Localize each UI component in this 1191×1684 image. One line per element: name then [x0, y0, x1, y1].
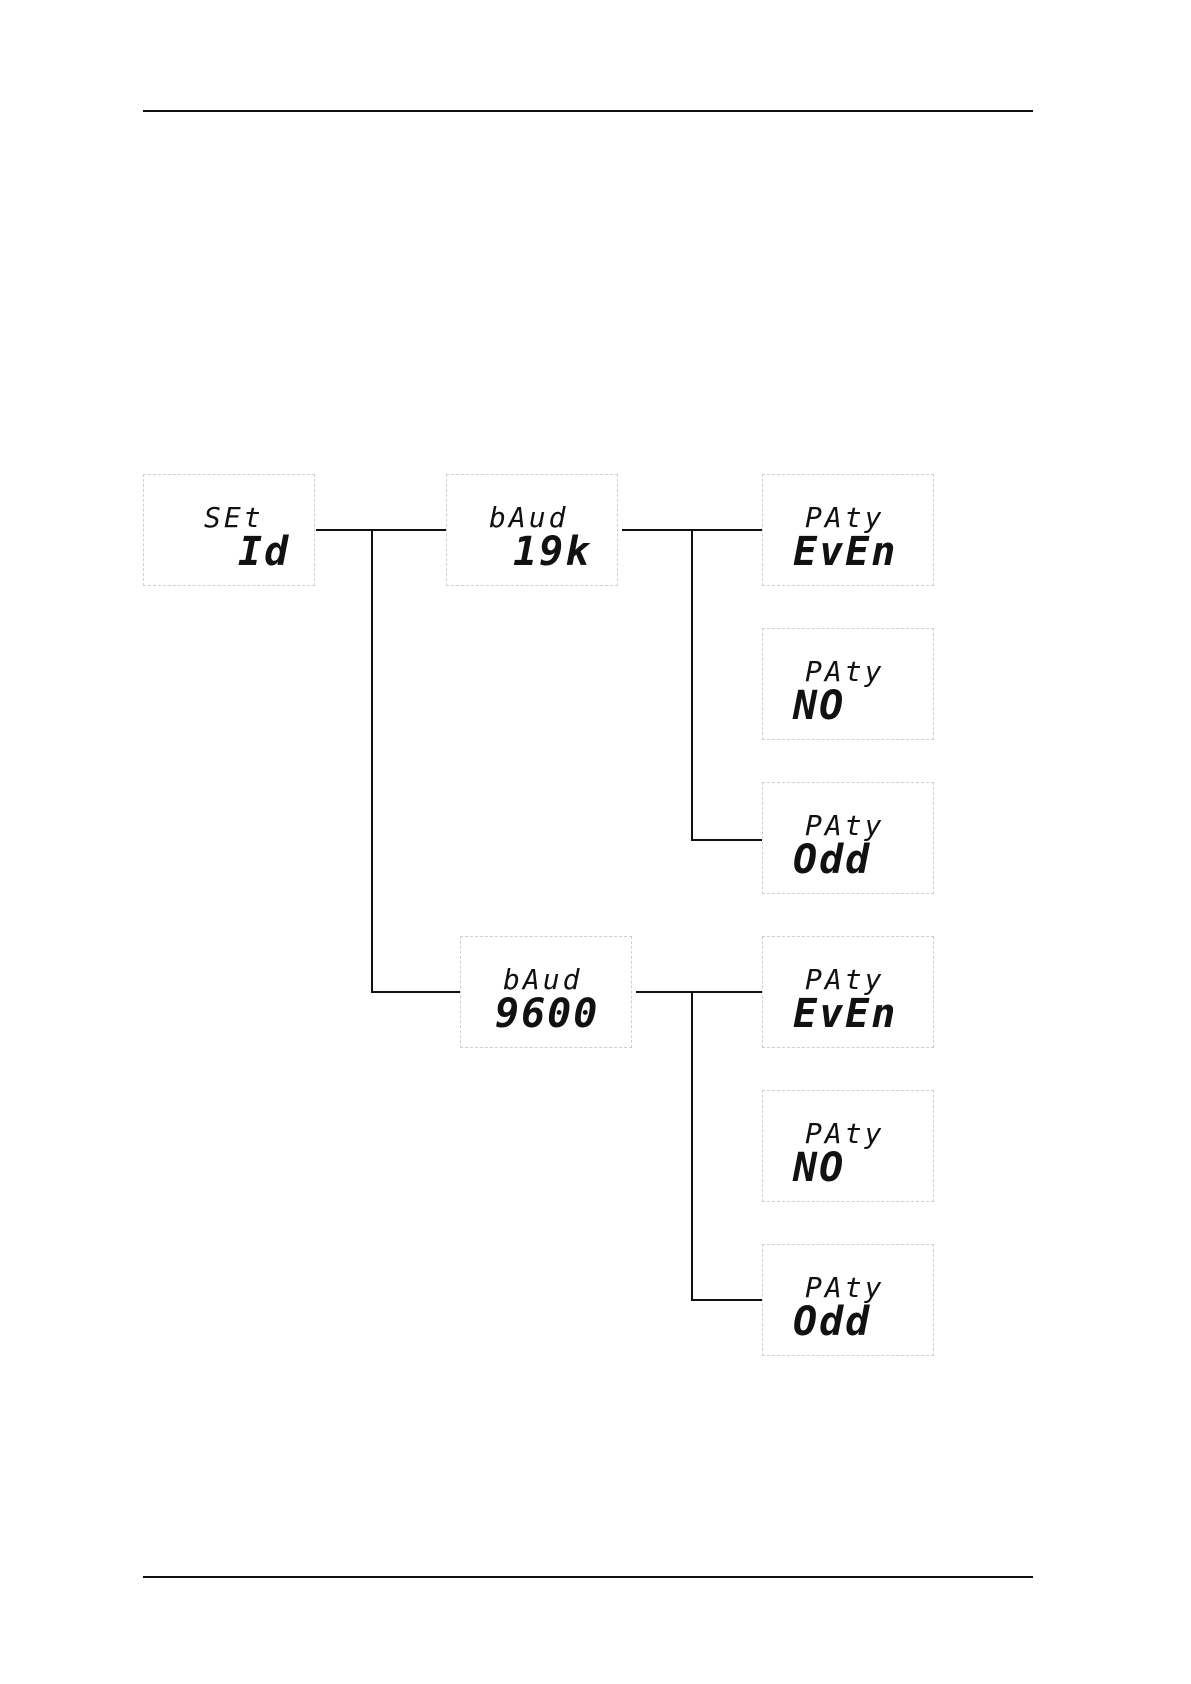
lcd-line2: NO: [793, 683, 845, 729]
lcd-line2: Id: [238, 529, 290, 575]
lcd-baud-19k: bAud 19k: [446, 474, 618, 586]
connector-set-to-baud-9600: [372, 530, 460, 992]
lcd-line2: NO: [793, 1145, 845, 1191]
lcd-paty-even-19k: PAty EvEn: [762, 474, 934, 586]
lcd-paty-no-9600: PAty NO: [762, 1090, 934, 1202]
lcd-paty-even-9600: PAty EvEn: [762, 936, 934, 1048]
lcd-line2: EvEn: [793, 529, 897, 575]
connector-baud19k-to-paty-odd: [692, 530, 762, 840]
lcd-line2: EvEn: [793, 991, 897, 1037]
lcd-line2: 19k: [513, 529, 591, 575]
lcd-line2: Odd: [793, 1299, 871, 1345]
lcd-paty-no-19k: PAty NO: [762, 628, 934, 740]
lcd-paty-odd-9600: PAty Odd: [762, 1244, 934, 1356]
lcd-line2: Odd: [793, 837, 871, 883]
connector-baud9600-to-paty-odd: [692, 992, 762, 1300]
lcd-line2: 9600: [495, 991, 599, 1037]
lcd-set-id: SEt Id: [143, 474, 315, 586]
lcd-baud-9600: bAud 9600: [460, 936, 632, 1048]
lcd-paty-odd-19k: PAty Odd: [762, 782, 934, 894]
